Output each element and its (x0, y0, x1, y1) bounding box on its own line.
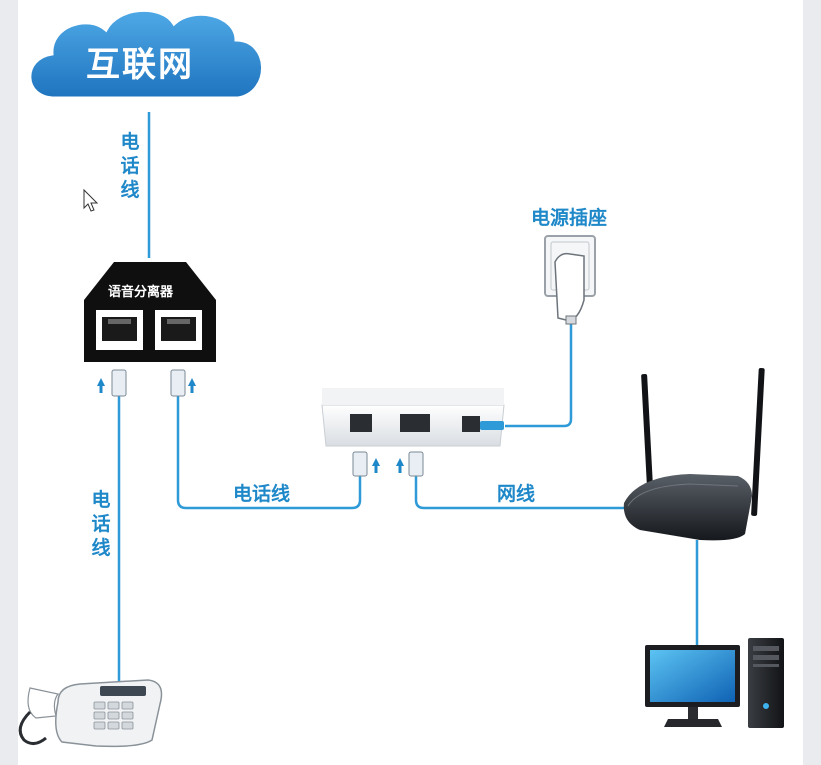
cables (117, 112, 699, 690)
voice-splitter-label: 语音分离器 (108, 285, 174, 300)
power-socket (544, 235, 596, 325)
wireless-router (623, 368, 765, 541)
phone-line-label-left: 电话线 (91, 489, 111, 559)
voice-splitter (84, 262, 216, 362)
cable-modem-to-power (505, 322, 573, 428)
splitter-plugs (97, 369, 196, 397)
cable-splitter-to-modem (176, 395, 362, 510)
power-socket-label: 电源插座 (531, 207, 608, 229)
telephone (18, 679, 163, 748)
phone-line-label-middle: 电话线 (233, 483, 291, 505)
right-border-shade (803, 0, 821, 765)
mouse-cursor-icon (83, 188, 99, 212)
desktop-computer (645, 638, 784, 728)
modem (321, 388, 505, 477)
cable-modem-to-router (414, 476, 625, 510)
internet-cloud (28, 9, 264, 100)
phone-line-label-top: 电话线 (120, 131, 140, 201)
network-cable-label: 网线 (497, 483, 536, 505)
internet-cloud-label: 互联网 (86, 45, 194, 85)
left-border-shade (0, 0, 18, 765)
